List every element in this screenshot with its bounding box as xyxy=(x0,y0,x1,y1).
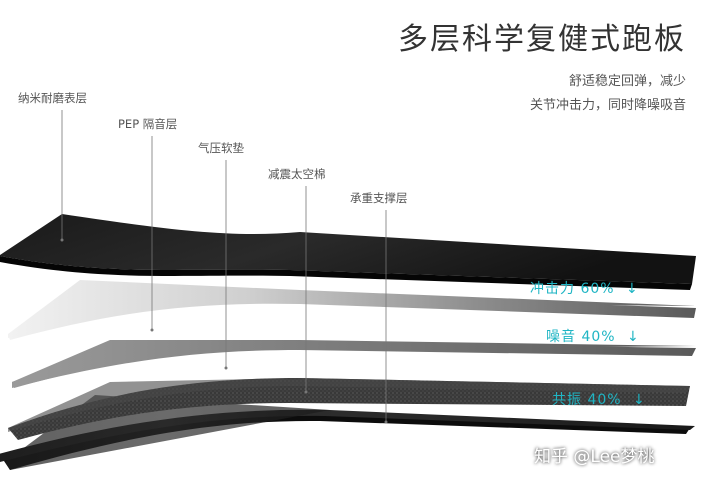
metric-impact-label: 冲击力 60% xyxy=(530,281,615,297)
layer-label-support: 承重支撑层 xyxy=(350,191,408,205)
watermark: 知乎 @Lee梦桃 xyxy=(534,447,655,467)
foam-layer xyxy=(8,378,690,440)
layer-label-foam: 减震太空棉 xyxy=(268,167,326,181)
metric-noise-label: 噪音 40% xyxy=(546,329,616,345)
arrow-down-icon: ↓ xyxy=(626,281,639,297)
subtitle-line-1: 舒适稳定回弹，减少 xyxy=(568,74,686,89)
page-title: 多层科学复健式跑板 xyxy=(398,22,686,57)
subtitle-line-2: 关节冲击力，同时降噪吸音 xyxy=(529,98,686,113)
arrow-down-icon: ↓ xyxy=(627,329,640,345)
metric-resonance: 共振 40% ↓ xyxy=(552,389,646,409)
metric-noise: 噪音 40% ↓ xyxy=(546,326,640,346)
metric-resonance-label: 共振 40% xyxy=(552,392,622,408)
arrow-down-icon: ↓ xyxy=(633,392,646,408)
layer-label-pep: PEP 隔音层 xyxy=(118,117,178,131)
surface-layer xyxy=(0,214,696,284)
layer-label-surface: 纳米耐磨表层 xyxy=(18,91,87,105)
metric-impact: 冲击力 60% ↓ xyxy=(530,278,639,298)
layer-label-air: 气压软垫 xyxy=(198,141,244,155)
